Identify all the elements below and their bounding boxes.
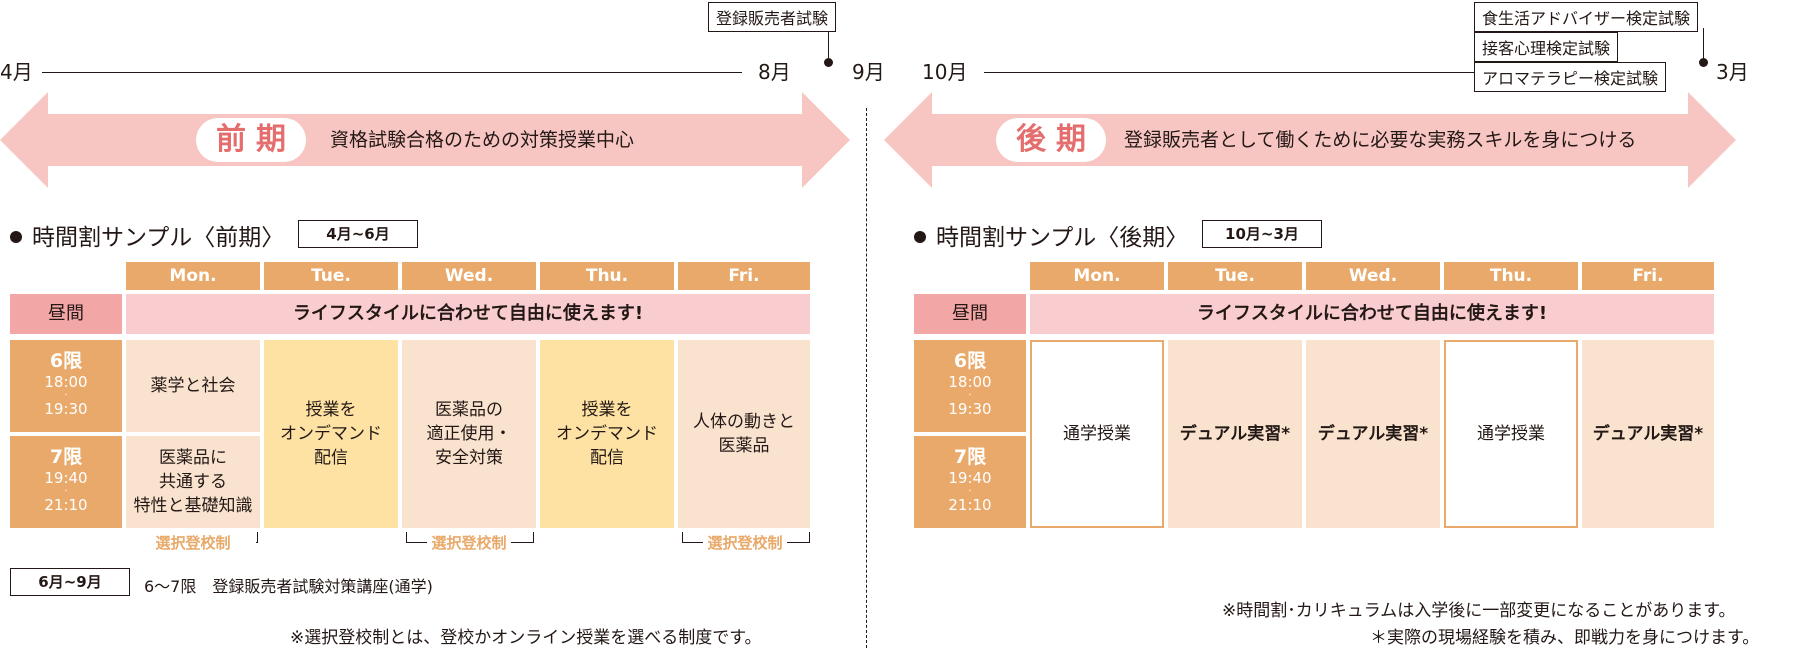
day-header-mon-2: Mon. [1030, 262, 1164, 290]
month-october: 10月 [922, 60, 968, 84]
month-march: 3月 [1716, 60, 1749, 84]
bullet-icon [914, 230, 926, 243]
timeline-dot-exams-right [1699, 58, 1708, 67]
second-half-term-label: 後期 [996, 118, 1106, 162]
timetable-first-range: 4月~6月 [298, 220, 418, 248]
timeline-line-second [984, 72, 1476, 73]
day-header-wed: Wed. [402, 262, 536, 290]
timetable-first-title: 時間割サンプル〈前期〉 [10, 218, 284, 252]
period-6: 6限 18:00·19:30 [10, 340, 122, 432]
timetable-second-title: 時間割サンプル〈後期〉 [914, 218, 1188, 252]
day-header-tue: Tue. [264, 262, 398, 290]
period-7-end: 21:10 [44, 496, 88, 514]
cell-tue: 授業を オンデマンド 配信 [264, 340, 398, 528]
bullet-icon [10, 230, 22, 243]
first-half-term-label: 前期 [196, 118, 306, 162]
timetable-second-range: 10月~3月 [1202, 220, 1322, 248]
day-header-thu-2: Thu. [1444, 262, 1578, 290]
period-6-name: 6限 [49, 350, 83, 372]
month-april: 4月 [0, 60, 33, 84]
day-header-tue-2: Tue. [1168, 262, 1302, 290]
period-6-second-end: 19:30 [948, 400, 992, 418]
month-august: 8月 [758, 60, 791, 84]
period-7: 7限 19:40·21:10 [10, 436, 122, 528]
second-half-description: 登録販売者として働くために必要な実務スキルを身につける [1124, 129, 1637, 151]
selection-label-fri: 選択登校制 [682, 532, 808, 553]
timetable-first-title-text: 時間割サンプル〈前期〉 [32, 225, 285, 251]
exam-connector-right [1703, 28, 1704, 60]
term-divider [866, 108, 867, 648]
dual-training-note: ＊実際の現場経験を積み、即戦力を身につけます。 [1370, 628, 1760, 648]
noon-row: ライフスタイルに合わせて自由に使えます! [126, 294, 810, 334]
selection-label-wed-text: 選択登校制 [427, 534, 511, 552]
period-7-name: 7限 [49, 446, 83, 468]
day-header-wed-2: Wed. [1306, 262, 1440, 290]
timeline-dot-exam [824, 58, 833, 67]
period-6-second-start: 18:00 [948, 373, 992, 391]
curriculum-note: ※時間割･カリキュラムは入学後に一部変更になることがあります。 [1222, 601, 1736, 621]
period-6-second: 6限 18:00·19:30 [914, 340, 1026, 432]
selection-footnote: ※選択登校制とは、登校かオンライン授業を選べる制度です。 [290, 628, 762, 648]
day-header-thu: Thu. [540, 262, 674, 290]
month-september: 9月 [852, 60, 885, 84]
second-half-arrow: 後期 登録販売者として働くために必要な実務スキルを身につける [884, 92, 1736, 188]
cell-wed: 医薬品の 適正使用・ 安全対策 [402, 340, 536, 528]
period-7-start: 19:40 [44, 469, 88, 487]
cell-mon-7: 医薬品に 共通する 特性と基礎知識 [126, 436, 260, 528]
exam-box-aromatherapy: アロマテラピー検定試験 [1474, 62, 1667, 92]
period-6-end: 19:30 [44, 400, 88, 418]
selection-label-mon: 選択登校制 [130, 532, 256, 553]
period-7-second-start: 19:40 [948, 469, 992, 487]
timetable-second-title-text: 時間割サンプル〈後期〉 [936, 225, 1189, 251]
selection-label-fri-text: 選択登校制 [703, 534, 787, 552]
day-header-fri: Fri. [678, 262, 810, 290]
cell-fri-second: デュアル実習* [1582, 340, 1714, 528]
noon-label-2: 昼間 [914, 294, 1026, 334]
cell-wed-second: デュアル実習* [1306, 340, 1440, 528]
period-6-second-name: 6限 [953, 350, 987, 372]
cell-fri: 人体の動きと 医薬品 [678, 340, 810, 528]
first-half-description: 資格試験合格のための対策授業中心 [330, 129, 635, 151]
exam-box-registered-seller: 登録販売者試験 [708, 2, 837, 32]
selection-label-mon-text: 選択登校制 [151, 534, 235, 552]
noon-label: 昼間 [10, 294, 122, 334]
extra-course-text: 6〜7限 登録販売者試験対策講座(通学) [144, 577, 433, 596]
noon-row-2: ライフスタイルに合わせて自由に使えます! [1030, 294, 1714, 334]
exam-box-customer-psychology: 接客心理検定試験 [1474, 32, 1619, 62]
cell-tue-second: デュアル実習* [1168, 340, 1302, 528]
period-7-second-end: 21:10 [948, 496, 992, 514]
selection-label-wed: 選択登校制 [406, 532, 532, 553]
second-half-arrow-shape [884, 92, 1736, 188]
cell-thu-second: 通学授業 [1444, 340, 1578, 528]
exam-connector [828, 28, 829, 58]
exam-box-food-advisor: 食生活アドバイザー検定試験 [1474, 2, 1699, 32]
period-7-second: 7限 19:40·21:10 [914, 436, 1026, 528]
day-header-mon: Mon. [126, 262, 260, 290]
cell-thu: 授業を オンデマンド 配信 [540, 340, 674, 528]
period-7-second-name: 7限 [953, 446, 987, 468]
first-half-arrow-shape [0, 92, 850, 188]
first-half-arrow: 前期 資格試験合格のための対策授業中心 [0, 92, 850, 188]
day-header-fri-2: Fri. [1582, 262, 1714, 290]
timeline-line-first [42, 72, 742, 73]
cell-mon-6: 薬学と社会 [126, 340, 260, 432]
cell-mon-second: 通学授業 [1030, 340, 1164, 528]
period-6-start: 18:00 [44, 373, 88, 391]
extra-range: 6月~9月 [10, 568, 130, 596]
